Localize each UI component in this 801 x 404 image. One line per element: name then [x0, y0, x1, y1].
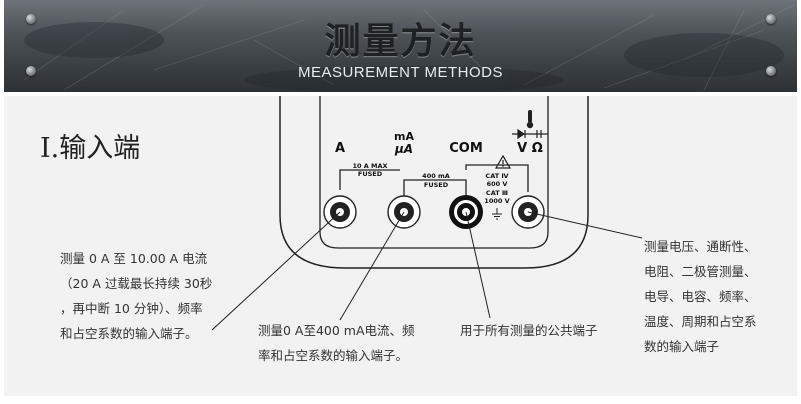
leader-lines: [211, 211, 643, 331]
description-com-terminal: 用于所有测量的公共端子: [460, 318, 598, 343]
banner-texture: [23, 4, 795, 92]
terminal-com-label: COM: [449, 141, 483, 156]
fuse-10a-fused-text: FUSED: [358, 170, 383, 178]
section-title: I.输入端: [40, 133, 141, 164]
header-subtitle: MEASUREMENT METHODS: [297, 64, 504, 81]
description-line: ，再中断 10 分钟）、频率: [60, 301, 203, 316]
ground-icon: [492, 208, 502, 220]
terminal-ua-label: μA: [394, 142, 413, 156]
description-line: 温度、周期和占空系: [644, 314, 757, 329]
rivet-icon: [26, 14, 36, 24]
terminal-v-label: V Ω: [517, 141, 543, 156]
description-line: （20 A 过载最长持续 30秒: [60, 276, 213, 291]
cat-iv-text: CAT Ⅳ: [485, 172, 509, 180]
description-line: 用于所有测量的公共端子: [460, 323, 598, 338]
description-v-terminal: 测量电压、通断性、 电阻、二极管测量、 电导、电容、频率、 温度、周期和占空系 …: [644, 234, 757, 359]
cat-iii-text: CAT Ⅲ: [486, 189, 508, 197]
description-line: 数的输入端子: [644, 339, 720, 354]
header-title: 测量方法: [324, 21, 477, 62]
description-line: 和占空系数的输入端子。: [60, 326, 198, 341]
description-line: 率和占空系数的输入端子。: [258, 348, 409, 363]
cat-bracket: [465, 164, 529, 192]
rivet-icon: [766, 14, 776, 24]
warning-icon: [494, 154, 512, 169]
description-a-terminal: 测量 0 A 至 10.00 A 电流 （20 A 过载最长持续 30秒 ，再中…: [60, 246, 212, 346]
meter-inner-outline: [319, 96, 549, 249]
description-ma-terminal: 测量0 A至400 mA电流、频 率和占空系数的输入端子。: [258, 318, 415, 368]
fuse-400ma-text: 400 mA: [422, 172, 450, 180]
description-line: 测量电压、通断性、: [644, 239, 757, 254]
fuse-400ma-bracket: [403, 179, 467, 196]
thermometer-icon: [526, 110, 534, 129]
meter-body-outline: [279, 96, 589, 269]
rivet-icon: [26, 66, 36, 76]
description-line: 电阻、二极管测量、: [644, 264, 757, 279]
cat-iv-voltage-text: 600 V: [487, 180, 508, 188]
description-line: 测量 0 A 至 10.00 A 电流: [60, 251, 208, 266]
fuse-400ma-fused-text: FUSED: [424, 181, 449, 189]
diode-capacitor-icon: [512, 128, 548, 140]
header-banner: 测量方法 MEASUREMENT METHODS: [4, 0, 797, 92]
fuse-10a-bracket: [339, 169, 400, 190]
terminal-ma-label: mA: [394, 130, 414, 143]
cat-iii-voltage-text: 1000 V: [484, 197, 509, 205]
fuse-10a-text: 10 A MAX: [352, 162, 387, 170]
rivet-icon: [766, 66, 776, 76]
description-line: 测量0 A至400 mA电流、频: [258, 323, 415, 338]
terminal-a-label: A: [335, 141, 345, 156]
description-line: 电导、电容、频率、: [644, 289, 757, 304]
